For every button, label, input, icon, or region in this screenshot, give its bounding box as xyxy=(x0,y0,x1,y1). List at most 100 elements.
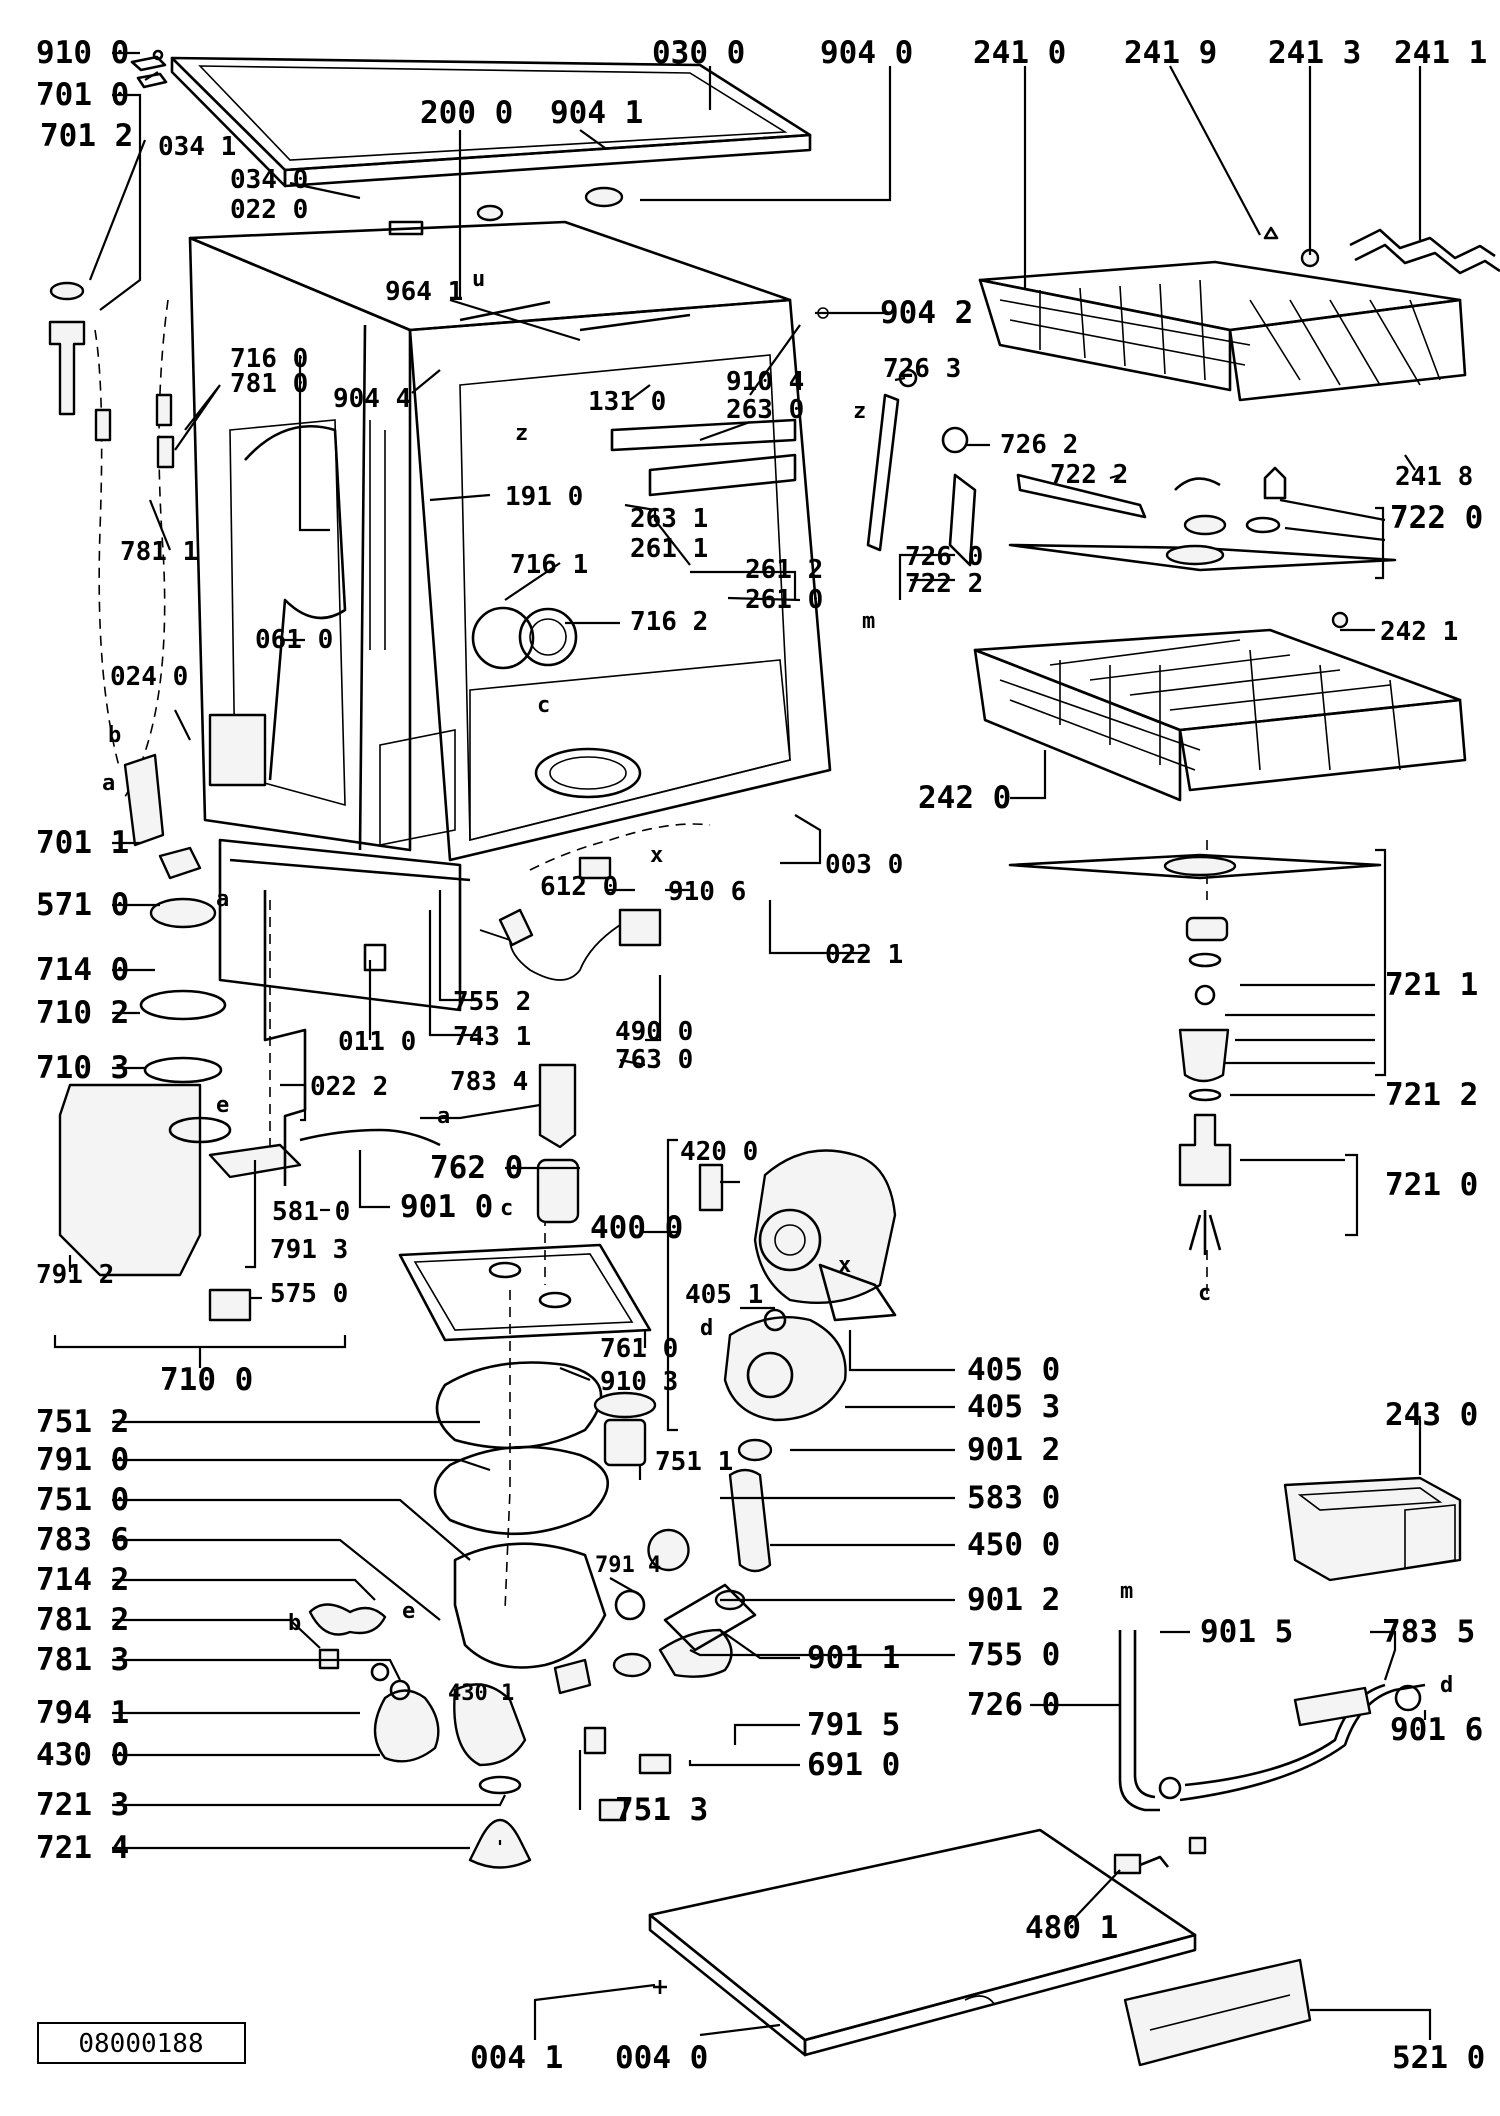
tub-cabinet-drawing xyxy=(188,220,832,1012)
part-label: 751 3 xyxy=(615,1792,708,1828)
part-label: 761 0 xyxy=(600,1334,678,1364)
part-label: 726 3 xyxy=(883,354,961,384)
part-label: 781 0 xyxy=(230,369,308,399)
part-label: 904 2 xyxy=(880,295,973,331)
part-label: 714 0 xyxy=(36,952,129,988)
drain-pump-drawing xyxy=(308,1583,757,1869)
point-letter: c xyxy=(500,1196,513,1221)
part-label: 034 0 xyxy=(230,165,308,195)
lower-basket-drawing xyxy=(973,611,1467,802)
part-label: 762 0 xyxy=(430,1150,523,1186)
part-label: 022 0 xyxy=(230,195,308,225)
part-label: 241 0 xyxy=(973,35,1066,71)
part-label: 004 1 xyxy=(470,2040,563,2076)
point-letter: b xyxy=(288,1611,301,1636)
part-label: 241 3 xyxy=(1268,35,1361,71)
point-letter: a xyxy=(102,771,115,796)
part-label: 575 0 xyxy=(270,1279,348,1309)
part-label: 131 0 xyxy=(588,387,666,417)
inlet-parts-drawing xyxy=(48,281,441,1322)
part-label: 701 1 xyxy=(36,825,129,861)
part-label: 722 0 xyxy=(1390,500,1483,536)
document-id-box: 08000188 xyxy=(37,2022,246,2064)
part-label: 612 0 xyxy=(540,872,618,902)
point-letter: z xyxy=(515,421,528,446)
part-label: 910 4 xyxy=(726,367,804,397)
part-label: 781 2 xyxy=(36,1602,129,1638)
part-label: 722 2 xyxy=(1050,460,1128,490)
part-label: 716 0 xyxy=(230,344,308,374)
part-label: 022 1 xyxy=(825,940,903,970)
part-label: 714 2 xyxy=(36,1562,129,1598)
part-label: 964 1 xyxy=(385,277,463,307)
point-letter: u xyxy=(472,267,485,292)
part-label: 030 0 xyxy=(652,35,745,71)
part-label: 024 0 xyxy=(110,662,188,692)
point-letter: c xyxy=(1198,1281,1211,1306)
top-cover-drawing xyxy=(170,56,812,188)
screw-marker xyxy=(653,1980,667,1994)
plug-and-wires-drawing xyxy=(479,856,662,981)
part-label: 794 1 xyxy=(36,1695,129,1731)
part-label: 710 2 xyxy=(36,995,129,1031)
part-label: 791 2 xyxy=(36,1260,114,1290)
part-label: 901 2 xyxy=(967,1432,1060,1468)
point-letter: e xyxy=(216,1093,229,1118)
part-label: 261 1 xyxy=(630,534,708,564)
point-letter: x xyxy=(650,843,663,868)
part-label: 710 3 xyxy=(36,1050,129,1086)
part-label: 791 4 xyxy=(595,1553,661,1578)
part-label: 901 2 xyxy=(967,1582,1060,1618)
part-label: 726 2 xyxy=(1000,430,1078,460)
part-label: 726 0 xyxy=(905,542,983,572)
part-label: 721 1 xyxy=(1385,967,1478,1003)
part-label: 721 3 xyxy=(36,1787,129,1823)
part-label: 751 1 xyxy=(655,1447,733,1477)
part-label: 263 1 xyxy=(630,504,708,534)
part-label: 191 0 xyxy=(505,482,583,512)
part-label: 722 2 xyxy=(905,569,983,599)
part-label: 241 1 xyxy=(1394,35,1487,71)
part-label: 242 0 xyxy=(918,780,1011,816)
part-label: 904 1 xyxy=(550,95,643,131)
part-label: 791 0 xyxy=(36,1442,129,1478)
part-label: 583 0 xyxy=(967,1480,1060,1516)
part-label: 755 0 xyxy=(967,1637,1060,1673)
part-label: 901 6 xyxy=(1390,1712,1483,1748)
part-label: 581 0 xyxy=(272,1197,350,1227)
control-module-drawing xyxy=(1123,1958,1312,2067)
part-label: 405 3 xyxy=(967,1389,1060,1425)
drain-hose-drawing xyxy=(1118,1630,1426,1812)
connection-point-letters: u z z m b a c x a e a c c d x m d b e xyxy=(102,267,1453,1698)
part-label: 701 2 xyxy=(40,118,133,154)
part-labels: 910 0 701 0 034 1 701 2 030 0 904 0 241 … xyxy=(36,35,1487,2076)
part-label: 691 0 xyxy=(807,1747,900,1783)
part-label: 751 0 xyxy=(36,1482,129,1518)
part-label: 061 0 xyxy=(255,625,333,655)
lower-spray-arm-drawing xyxy=(1008,853,1382,1255)
part-label: 200 0 xyxy=(420,95,513,131)
dispenser-drawing xyxy=(1283,1476,1462,1582)
bracket-721-1 xyxy=(1375,848,1387,1077)
part-label: 480 1 xyxy=(1025,1910,1118,1946)
part-label: 405 0 xyxy=(967,1352,1060,1388)
document-id: 08000188 xyxy=(78,2029,203,2059)
upper-basket-drawing xyxy=(978,226,1500,402)
part-label: 430 0 xyxy=(36,1737,129,1773)
part-label: 791 5 xyxy=(807,1707,900,1743)
part-label: 263 0 xyxy=(726,395,804,425)
part-label: 242 1 xyxy=(1380,617,1458,647)
part-label: 716 1 xyxy=(510,550,588,580)
part-label: 901 1 xyxy=(807,1640,900,1676)
rear-strip-drawing xyxy=(263,890,307,1186)
part-label: 261 0 xyxy=(745,585,823,615)
part-label: 783 4 xyxy=(450,1067,528,1097)
part-label: 783 6 xyxy=(36,1522,129,1558)
part-label: 721 2 xyxy=(1385,1077,1478,1113)
point-letter: a xyxy=(437,1104,450,1129)
part-label: 781 1 xyxy=(120,537,198,567)
upper-spray-arm-drawing xyxy=(817,307,1397,572)
part-label: 910 3 xyxy=(600,1367,678,1397)
part-label: 781 3 xyxy=(36,1642,129,1678)
